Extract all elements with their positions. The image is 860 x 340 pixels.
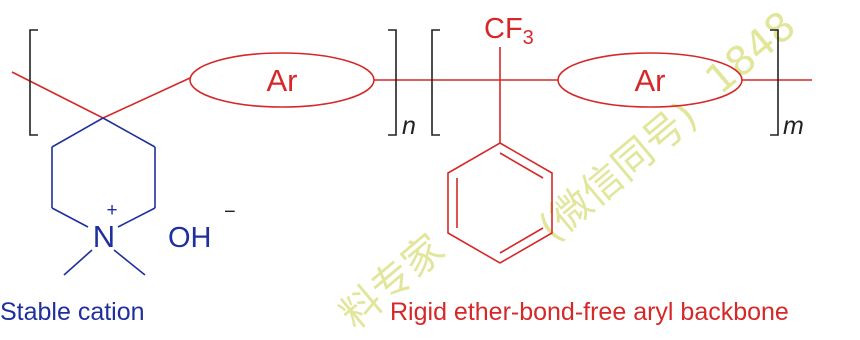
phenyl-inner-bond-2 (499, 227, 544, 254)
methyl-left (63, 249, 93, 276)
ring-bond-3 (117, 207, 156, 228)
phenyl-inner-bond-1 (499, 152, 544, 179)
backbone-caption: Rigid ether-bond-free aryl backbone (390, 298, 789, 326)
ring-bond-4 (51, 207, 89, 228)
bracket-n-open (29, 29, 38, 136)
methyl-right (113, 249, 146, 276)
phenyl-ring (447, 142, 553, 264)
ar-right-label: Ar (635, 63, 666, 98)
backbone (11, 47, 812, 264)
repeat-brackets (29, 29, 779, 136)
cf3-subscript: 3 (523, 27, 534, 49)
bracket-m-close (770, 29, 779, 136)
nitrogen-label: N (93, 219, 115, 254)
ring-bond-1 (102, 117, 156, 148)
piperidinium-cation (51, 117, 156, 276)
cf3-main: CF (484, 13, 523, 45)
hydroxide-charge: − (224, 201, 236, 223)
bracket-m-open (431, 29, 440, 136)
backbone-left-end (11, 71, 104, 119)
hydroxide-label: OH (168, 222, 212, 254)
ar-left-label: Ar (267, 63, 298, 98)
ring-bond-6 (51, 117, 104, 148)
cf3-label: CF3 (484, 13, 534, 49)
backbone-to-ar-left (102, 77, 191, 119)
repeat-m-label: m (783, 112, 804, 140)
repeat-n-label: n (402, 112, 416, 140)
bracket-n-close (388, 29, 397, 136)
nitrogen-charge: + (106, 200, 117, 221)
stable-cation-caption: Stable cation (0, 298, 145, 326)
